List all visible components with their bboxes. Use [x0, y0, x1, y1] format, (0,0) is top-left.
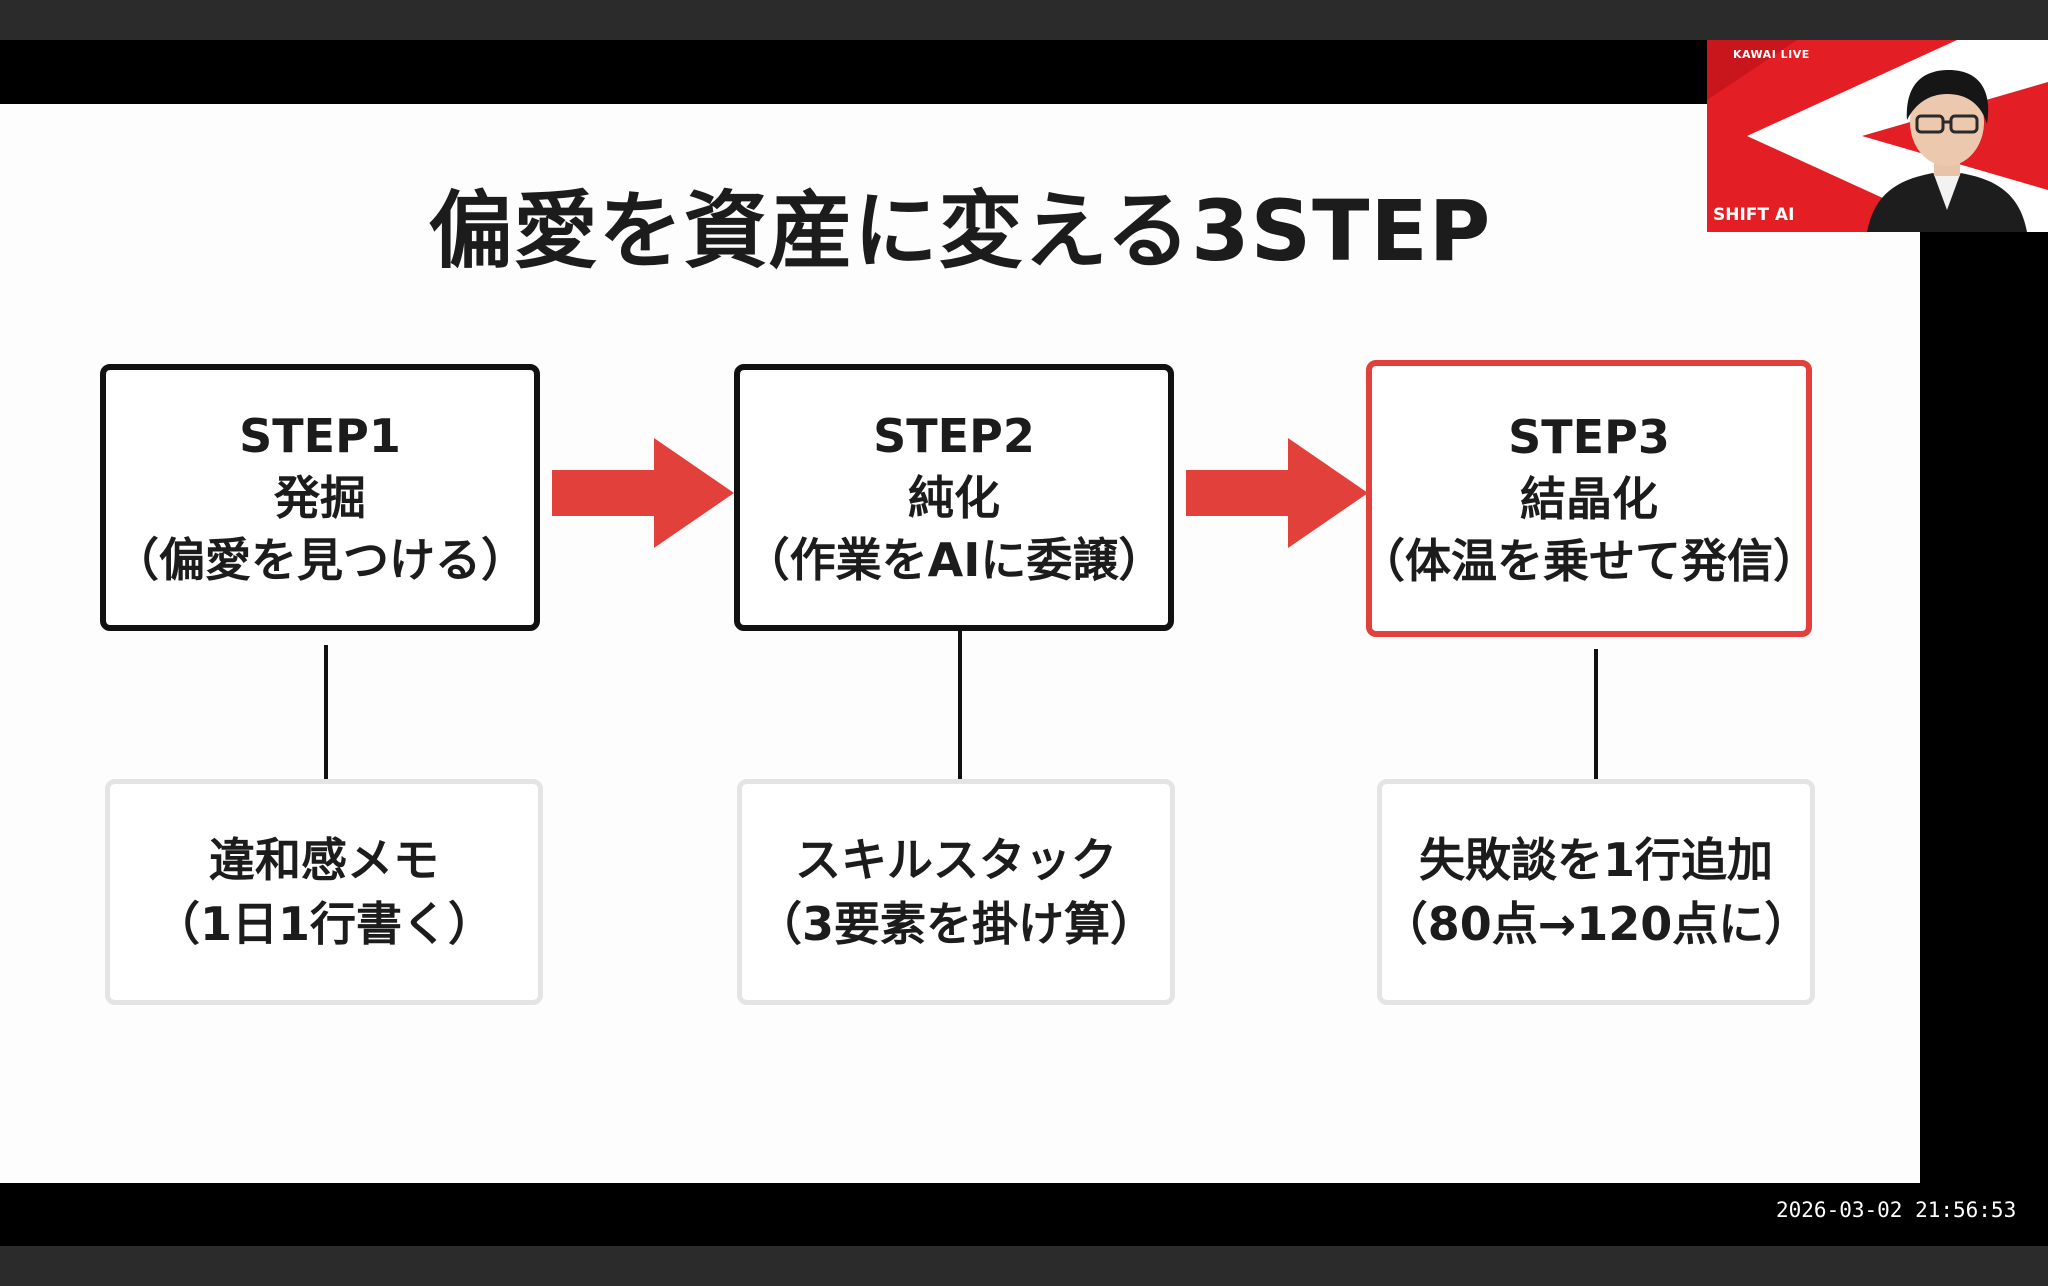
top-bar — [0, 0, 2048, 40]
presentation-slide: 偏愛を資産に変える3STEP STEP1 発掘 （偏愛を見つける） STEP2 … — [0, 104, 1920, 1183]
detail-title: 失敗談を1行追加 — [1418, 833, 1773, 887]
slide-title: 偏愛を資産に変える3STEP — [428, 182, 1492, 280]
detail-note: （1日1行書く） — [153, 897, 494, 951]
step-description: （偏愛を見つける） — [113, 532, 527, 587]
step-description: （作業をAIに委譲） — [743, 532, 1165, 587]
connector-line — [324, 645, 328, 779]
step-description: （体温を乗せて発信） — [1359, 533, 1819, 588]
step-name: 結晶化 — [1520, 471, 1658, 526]
step-label: STEP1 — [239, 408, 401, 463]
step-label: STEP2 — [873, 408, 1035, 463]
step3-detail-box: 失敗談を1行追加 （80点→120点に） — [1377, 779, 1815, 1005]
detail-note: （80点→120点に） — [1381, 897, 1811, 951]
connector-line — [1594, 649, 1598, 779]
step1-detail-box: 違和感メモ （1日1行書く） — [105, 779, 543, 1005]
recording-timestamp: 2026-03-02 21:56:53 — [1776, 1198, 2017, 1222]
webcam-label: SHIFT AI — [1713, 205, 1795, 225]
step3-box: STEP3 結晶化 （体温を乗せて発信） — [1359, 360, 1819, 637]
step1-box: STEP1 発掘 （偏愛を見つける） — [100, 364, 540, 631]
step-name: 純化 — [908, 470, 1000, 525]
detail-note: （3要素を掛け算） — [755, 897, 1156, 951]
right-arrow-icon — [1186, 438, 1368, 548]
connector-line — [958, 631, 962, 779]
bottom-bar — [0, 1246, 2048, 1286]
step-label: STEP3 — [1508, 409, 1670, 464]
webcam-brand: KAWAI LIVE — [1733, 48, 1810, 61]
step2-box: STEP2 純化 （作業をAIに委譲） — [734, 364, 1174, 631]
step2-detail-box: スキルスタック （3要素を掛け算） — [737, 779, 1175, 1005]
detail-title: スキルスタック — [795, 833, 1117, 887]
presenter-webcam: KAWAI LIVE SHIFT AI — [1707, 40, 2048, 232]
detail-title: 違和感メモ — [209, 833, 439, 887]
step-name: 発掘 — [274, 470, 366, 525]
right-arrow-icon — [552, 438, 734, 548]
presenter-avatar — [1867, 70, 2027, 232]
